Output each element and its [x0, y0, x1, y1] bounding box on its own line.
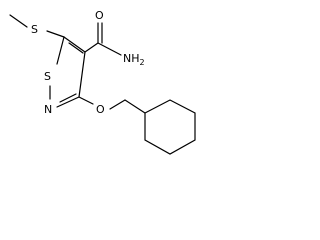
bond-c3-c4 — [78, 51, 86, 98]
bond-n2-c3 — [56, 96, 80, 108]
molecular-structure: S S N O O NH2 — [9, 9, 196, 155]
bond-c3-o — [78, 96, 94, 105]
atom-nh2-main: NH — [123, 52, 140, 65]
bond-c5-c4-inner — [68, 42, 84, 54]
cyclohexane-ring — [144, 99, 196, 155]
bond-carbonyl-n — [97, 42, 122, 56]
bond-c5-s1 — [56, 36, 65, 65]
bond-c5-c4-double — [63, 36, 86, 53]
atom-n-ring: N — [44, 103, 52, 116]
atom-o-amide: O — [95, 9, 104, 22]
atom-nh2: NH2 — [123, 52, 145, 67]
atom-nh2-subscript: 2 — [140, 58, 145, 67]
bond-c4-carbonyl — [84, 42, 99, 53]
bond-methyl-s — [9, 14, 28, 28]
atom-s-methylthio: S — [31, 23, 38, 36]
bond-ch2-cyclohexyl — [124, 99, 146, 114]
bond-o-ch2 — [109, 99, 126, 110]
bond-n2-c3-inner — [59, 93, 77, 103]
atom-s-ring: S — [44, 70, 51, 83]
atom-o-ether: O — [96, 103, 105, 116]
bond-s-c5 — [46, 30, 65, 38]
